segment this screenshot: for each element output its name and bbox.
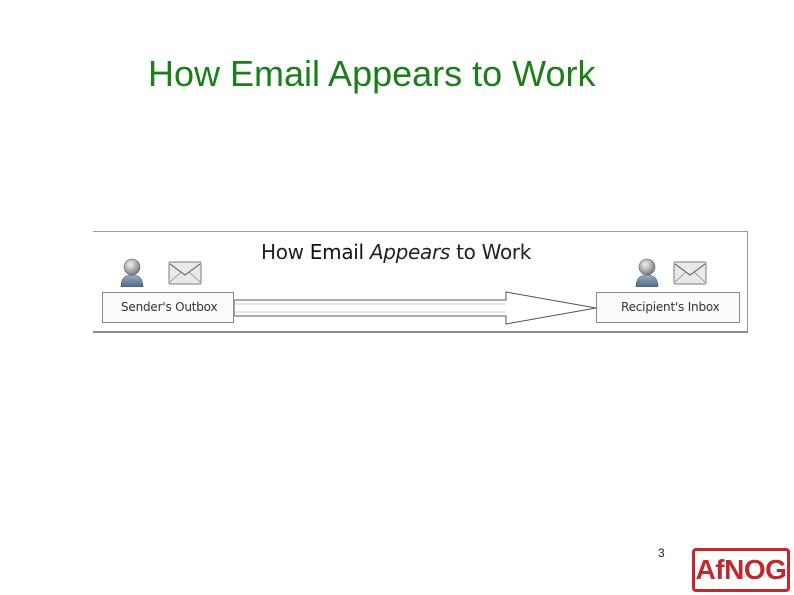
figure-title: How Email Appears to Work [261,240,531,264]
recipients-inbox: Recipient's Inbox [596,292,740,323]
figure-title-appears: Appears [369,240,451,264]
envelope-icon [673,261,707,285]
person-icon [120,258,144,287]
person-icon [635,258,659,287]
email-flow-figure: How Email Appears to Work Sender's Outbo… [93,231,748,333]
afnog-logo: AfNOG [692,548,790,592]
slide-title: How Email Appears to Work [148,53,596,94]
arrow-icon [234,291,597,325]
senders-outbox: Sender's Outbox [102,292,234,323]
page-number: 3 [658,546,665,560]
figure-title-email: Email [309,240,364,264]
envelope-icon [168,261,202,285]
figure-title-how: How [261,240,310,264]
figure-title-work: to Work [450,240,532,264]
